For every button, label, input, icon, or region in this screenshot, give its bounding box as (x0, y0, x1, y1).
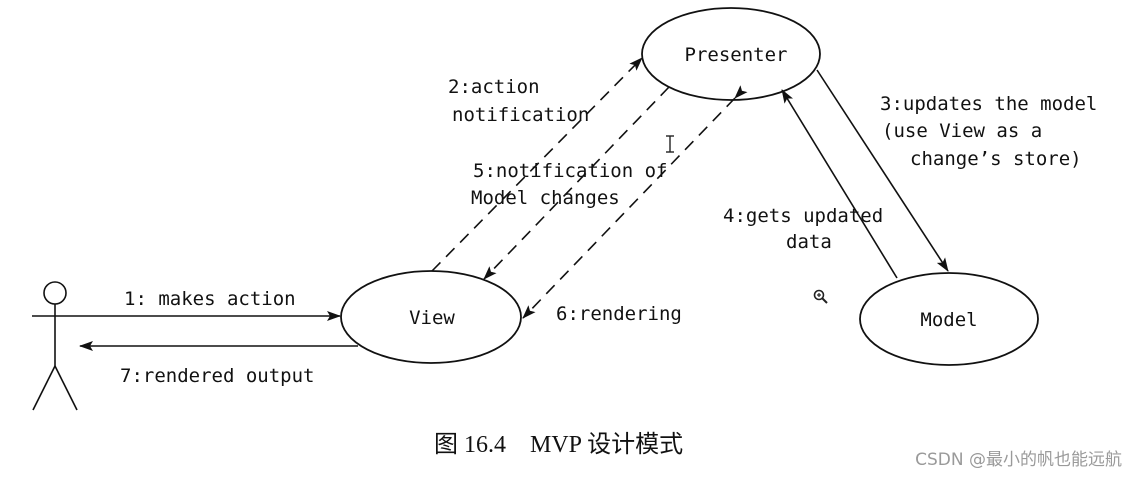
model-label: Model (920, 309, 977, 331)
edge-label-makes-action: 1: makes action (124, 288, 296, 310)
edge-rendering-arrow (522, 85, 748, 319)
edge-label-change-store: change’s store) (910, 148, 1082, 170)
edge-label-rendered-output: 7:rendered output (120, 365, 314, 387)
edge-gets-updated-data-arrow (781, 89, 898, 279)
figure-caption: 图 16.4 MVP 设计模式 (434, 431, 683, 458)
edge-label-notification: notification (452, 104, 589, 126)
presenter-label: Presenter (685, 44, 788, 66)
model-node (859, 272, 1039, 366)
actor-figure (32, 281, 78, 411)
edge-label-use-view: (use View as a (882, 120, 1042, 142)
edge-label-updates-model: 3:updates the model (880, 93, 1097, 115)
edge-label-gets-updated: 4:gets updated (723, 205, 883, 227)
edge-label-rendering: 6:rendering (556, 303, 682, 325)
zoom-in-icon (813, 289, 828, 304)
edge-label-model-changes: Model changes (471, 187, 620, 209)
csdn-watermark: CSDN @最小的帆也能远航 (915, 450, 1122, 470)
text-cursor-icon (666, 135, 674, 153)
edge-label-data: data (786, 231, 832, 253)
edge-label-notification-of: 5:notification of (473, 160, 667, 182)
edge-updates-model-arrow (816, 69, 949, 272)
view-label: View (409, 307, 455, 329)
view-node (340, 270, 522, 364)
edge-label-action: 2:action (448, 76, 540, 98)
